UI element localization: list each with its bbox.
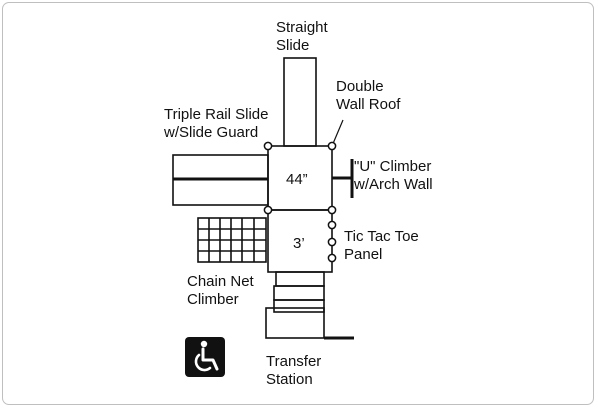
triple-rail-slide-label: Triple Rail Slide w/Slide Guard: [164, 106, 269, 141]
wheelchair-icon: [185, 337, 225, 377]
posts: [263, 141, 337, 263]
u-climber: [332, 159, 354, 198]
transfer-station-label: Transfer Station: [266, 353, 322, 388]
transfer-station: [265, 271, 354, 340]
chain-net-climber-label: Chain Net Climber: [187, 273, 254, 308]
double-wall-roof-label: Double Wall Roof: [336, 78, 401, 113]
chain-net-climber: [197, 217, 267, 263]
roof-pointer: [331, 119, 344, 147]
straight-slide-label: Straight Slide: [276, 19, 328, 54]
straight-slide: [283, 57, 317, 147]
upper-deck-height: 44”: [286, 171, 308, 188]
lower-deck-height: 3’: [293, 235, 305, 252]
u-climber-label: "U" Climber w/Arch Wall: [354, 158, 433, 193]
tic-tac-toe-label: Tic Tac Toe Panel: [344, 228, 419, 263]
